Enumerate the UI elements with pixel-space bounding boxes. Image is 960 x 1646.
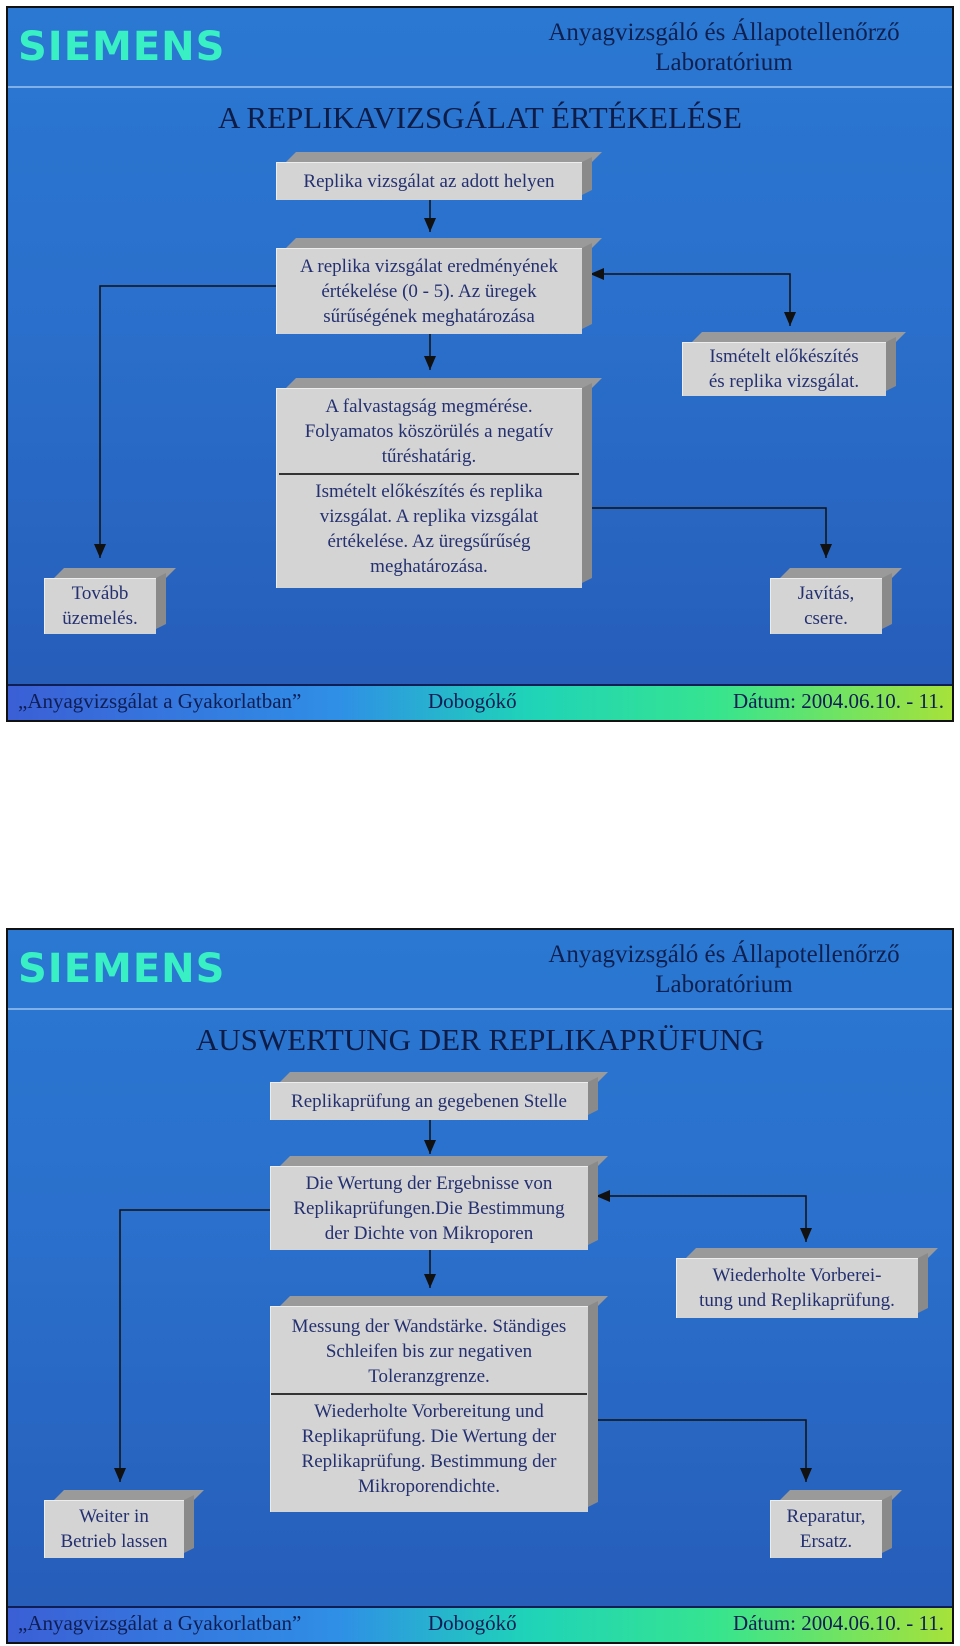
box-repeat: Ismételt előkészítés és replika vizsgála… [682,342,886,396]
box-start: Replika vizsgálat az adott helyen [276,162,582,200]
arrow-evaluate-to-repeat [596,1195,807,1242]
arrow-to-repair [590,1419,807,1482]
slide-header: SIEMENS Anyagvizsgáló és Állapotellenőrz… [8,930,952,1010]
footer-place: Dobogókő [428,689,517,713]
slide-hungarian: SIEMENS Anyagvizsgáló és Állapotellenőrz… [6,6,954,722]
box-repair: Reparatur, Ersatz. [770,1500,882,1558]
measure-text: Messung der Wandstärke. Ständiges Schlei… [291,1316,567,1387]
footer-event: „Anyagvizsgálat a Gyakorlatban” [18,1611,302,1635]
arrow-to-continue [99,285,276,558]
flow-arrows [114,1120,812,1482]
slide-title: AUSWERTUNG DER REPLIKAPRÜFUNG [195,1022,765,1057]
header-divider [8,1008,952,1010]
box-divider [279,473,579,475]
box-evaluate: Die Wertung der Ergebnisse von Replikapr… [270,1166,588,1250]
measure-text: A falvastagság megmérése. Folyamatos kös… [304,396,554,467]
box-measure-repeat: A falvastagság megmérése. Folyamatos kös… [276,388,582,588]
box-continue: Tovább üzemelés. [44,578,156,634]
footer-date: Dátum: 2004.06.10. - 11. [733,689,944,713]
slide-title: A REPLIKAVIZSGÁLAT ÉRTÉKELÉSE [218,100,742,135]
footer-place: Dobogókő [428,1611,517,1635]
repeat-eval-text: Wiederholte Vorbereitung und Replikaprüf… [301,1401,557,1497]
flow-arrows [94,200,832,558]
box-repair: Javítás, csere. [770,578,882,634]
box-divider [271,1393,587,1395]
siemens-logo: SIEMENS [18,946,226,992]
arrow-to-repair [584,507,827,558]
footer-date: Dátum: 2004.06.10. - 11. [733,1611,944,1635]
slide-footer: „Anyagvizsgálat a Gyakorlatban” Dobogókő… [8,1608,952,1642]
arrow-evaluate-to-repeat [590,273,791,326]
box-evaluate: A replika vizsgálat eredményének értékel… [276,248,582,334]
footer-event: „Anyagvizsgálat a Gyakorlatban” [18,689,302,713]
slide-header: SIEMENS Anyagvizsgáló és Állapotellenőrz… [8,8,952,88]
box-continue: Weiter in Betrieb lassen [44,1500,184,1558]
box-measure-repeat: Messung der Wandstärke. Ständiges Schlei… [270,1306,588,1512]
slide-german: SIEMENS Anyagvizsgáló és Állapotellenőrz… [6,928,954,1644]
slide-footer: „Anyagvizsgálat a Gyakorlatban” Dobogókő… [8,686,952,720]
repeat-eval-text: Ismételt előkészítés és replika vizsgála… [315,481,543,577]
box-start: Replikaprüfung an gegebenen Stelle [270,1082,588,1120]
arrow-to-continue [119,1209,270,1482]
lab-name: Anyagvizsgáló és Állapotellenőrző Labora… [548,941,900,998]
lab-name: Anyagvizsgáló és Állapotellenőrző Labora… [548,19,900,76]
siemens-logo: SIEMENS [18,24,226,70]
box-repeat: Wiederholte Vorberei- tung und Replikapr… [676,1258,918,1318]
header-divider [8,86,952,88]
